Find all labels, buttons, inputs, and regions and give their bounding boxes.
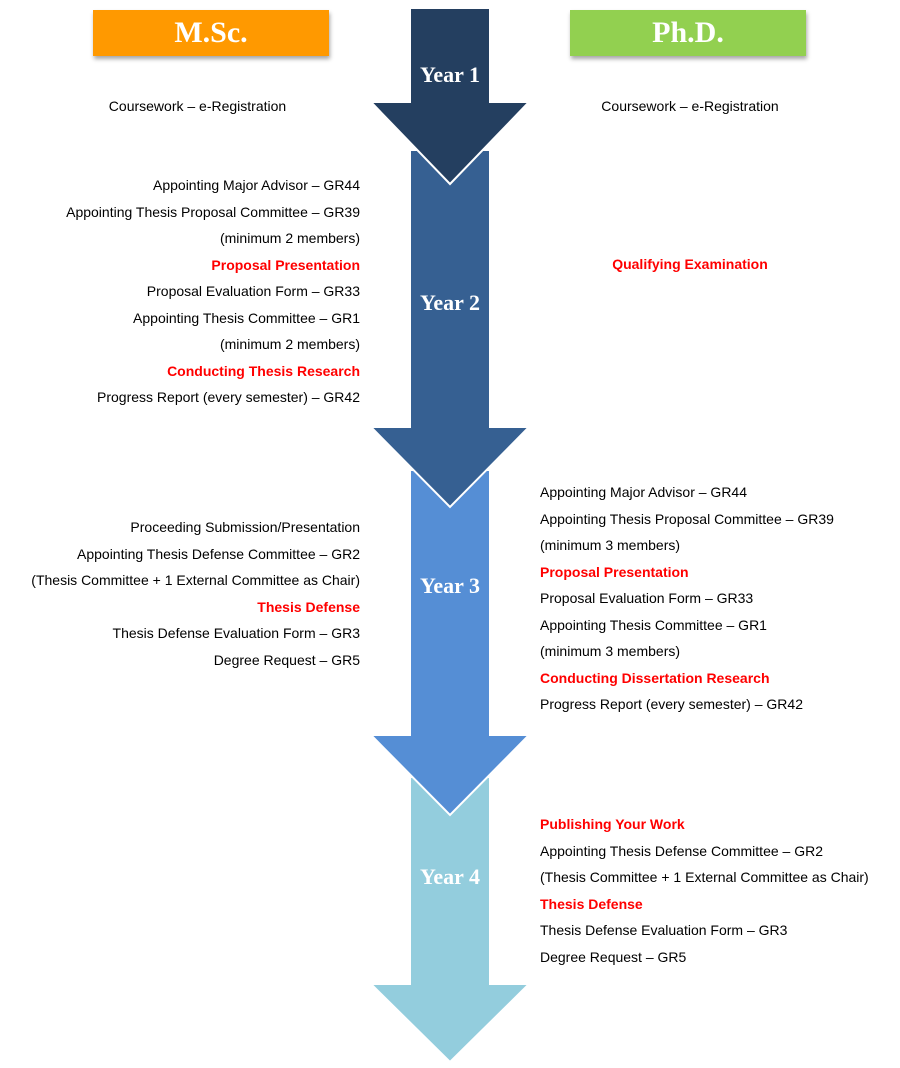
step-item: Appointing Thesis Committee – GR1 bbox=[540, 616, 767, 633]
step-item: Degree Request – GR5 bbox=[540, 948, 687, 965]
year-4-arrow bbox=[368, 776, 532, 1064]
phd-year2-steps: Qualifying Examination bbox=[490, 251, 890, 278]
step-item: (minimum 2 members) bbox=[219, 336, 360, 352]
year-3-arrow bbox=[368, 469, 532, 817]
msc-header: M.Sc. bbox=[93, 10, 329, 56]
year-1-arrow bbox=[368, 7, 532, 186]
step-item: Appointing Major Advisor – GR44 bbox=[540, 484, 747, 500]
year-4-label: Year 4 bbox=[419, 864, 481, 889]
step-item: Appointing Thesis Proposal Committee – G… bbox=[66, 203, 360, 220]
milestone-step: Thesis Defense bbox=[257, 598, 360, 615]
step-item: Proposal Evaluation Form – GR33 bbox=[540, 590, 754, 606]
milestone-step: Proposal Presentation bbox=[211, 256, 360, 273]
step-item: Appointing Thesis Committee – GR1 bbox=[133, 309, 360, 326]
step-item: Appointing Thesis Defense Committee – GR… bbox=[77, 545, 360, 562]
step-item: (minimum 3 members) bbox=[540, 537, 681, 553]
phd-header-label: Ph.D. bbox=[652, 16, 724, 49]
step-item: Coursework – e-Registration bbox=[108, 98, 287, 114]
step-item: Appointing Thesis Proposal Committee – G… bbox=[540, 510, 834, 527]
milestone-step: Publishing Your Work bbox=[540, 816, 685, 832]
step-item: Proposal Evaluation Form – GR33 bbox=[146, 283, 360, 299]
step-item: Appointing Thesis Defense Committee – GR… bbox=[540, 842, 823, 859]
msc-year1-steps: Coursework – e-Registration bbox=[0, 93, 395, 120]
milestone-step: Qualifying Examination bbox=[612, 256, 768, 272]
step-item: Thesis Defense Evaluation Form – GR3 bbox=[112, 625, 360, 641]
step-item: Degree Request – GR5 bbox=[213, 651, 360, 668]
step-item: Progress Report (every semester) – GR42 bbox=[97, 389, 360, 405]
step-item: Thesis Defense Evaluation Form – GR3 bbox=[540, 922, 788, 938]
step-item: (minimum 2 members) bbox=[219, 230, 360, 246]
phd-header: Ph.D. bbox=[570, 10, 806, 56]
milestone-step: Thesis Defense bbox=[540, 895, 643, 912]
step-item: (Thesis Committee + 1 External Committee… bbox=[540, 869, 869, 885]
milestone-step: Conducting Dissertation Research bbox=[540, 669, 770, 686]
milestone-step: Conducting Thesis Research bbox=[167, 362, 360, 379]
step-item: Coursework – e-Registration bbox=[601, 98, 779, 114]
step-item: Appointing Major Advisor – GR44 bbox=[153, 177, 360, 193]
step-item: (Thesis Committee + 1 External Committee… bbox=[31, 572, 360, 588]
step-item: (minimum 3 members) bbox=[540, 643, 681, 659]
year-2-arrow bbox=[368, 149, 532, 509]
msc-header-label: M.Sc. bbox=[174, 16, 248, 49]
year-1-label: Year 1 bbox=[419, 62, 481, 87]
phd-year1-steps: Coursework – e-Registration bbox=[490, 93, 890, 120]
milestone-step: Proposal Presentation bbox=[540, 563, 689, 580]
step-item: Proceeding Submission/Presentation bbox=[130, 519, 360, 535]
step-item: Progress Report (every semester) – GR42 bbox=[540, 696, 803, 712]
year-2-label: Year 2 bbox=[419, 290, 481, 315]
year-3-label: Year 3 bbox=[419, 573, 481, 598]
